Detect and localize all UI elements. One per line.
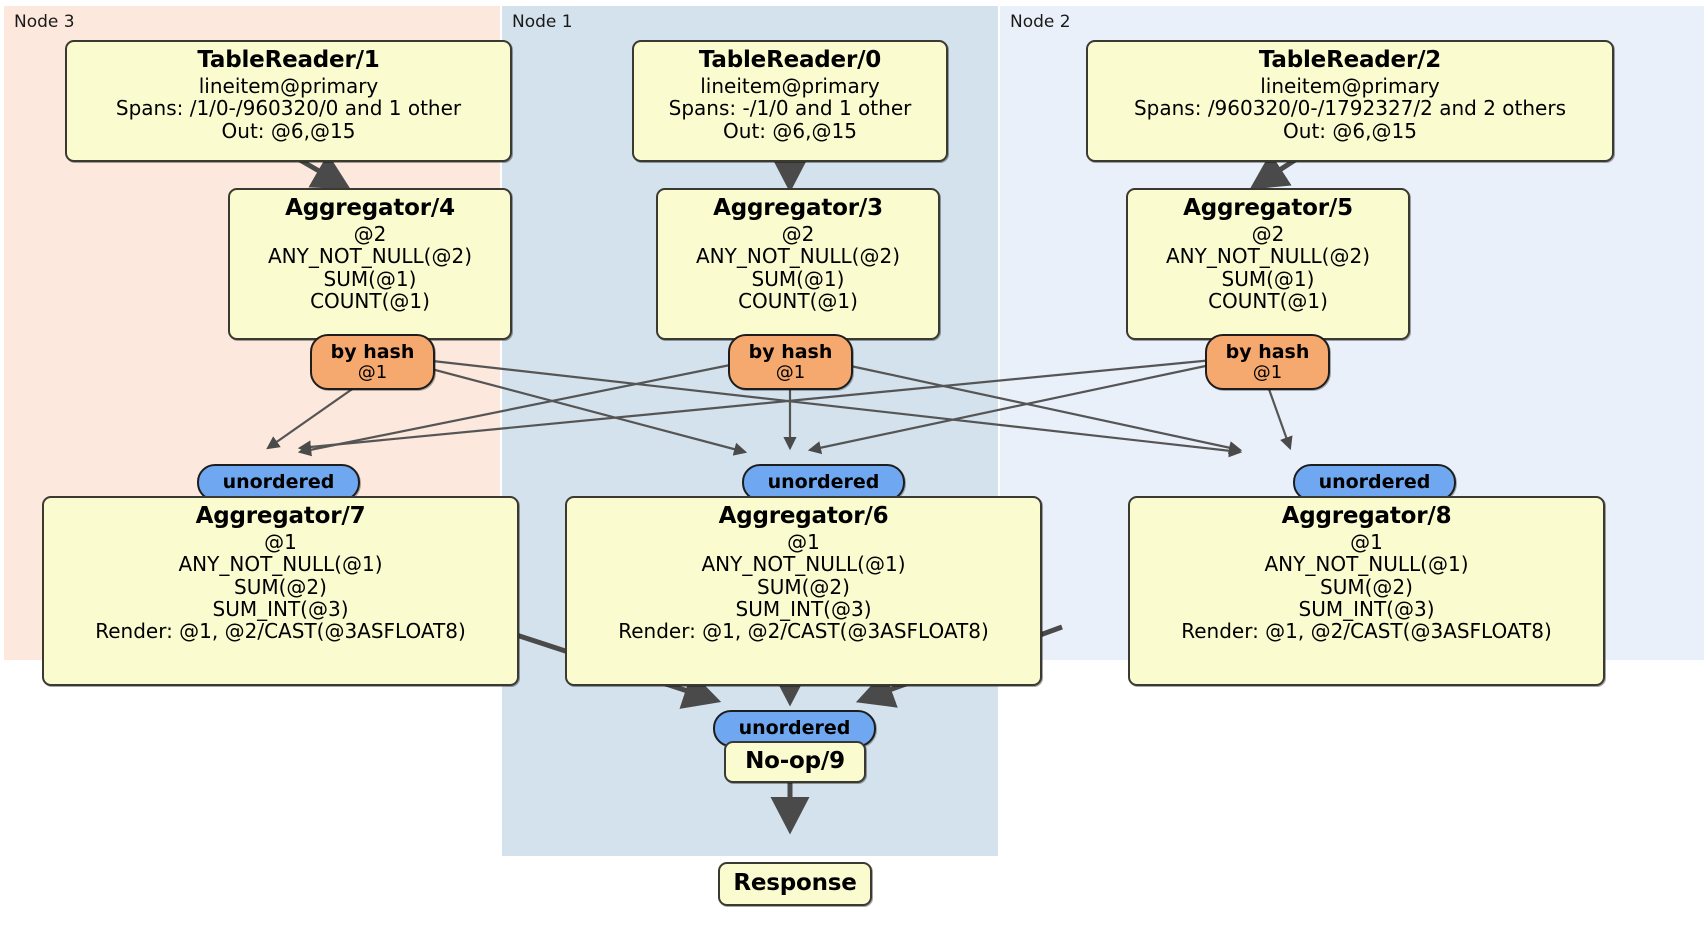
processor-line: SUM(@2) xyxy=(234,574,327,599)
processor-line: SUM_INT(@3) xyxy=(212,596,349,621)
processor-title: TableReader/0 xyxy=(698,47,882,73)
router-badge-by-hash-left[interactable]: by hash @1 xyxy=(310,334,435,390)
processor-aggregator-4[interactable]: Aggregator/4 @2 ANY_NOT_NULL(@2) SUM(@1)… xyxy=(228,188,512,340)
synchronizer-badge-label: unordered xyxy=(767,471,880,494)
processor-line: ANY_NOT_NULL(@2) xyxy=(268,244,472,269)
processor-title: Response xyxy=(733,870,857,897)
processor-line: SUM(@2) xyxy=(1320,574,1413,599)
processor-line: ANY_NOT_NULL(@1) xyxy=(1264,552,1469,577)
processor-aggregator-6[interactable]: Aggregator/6 @1 ANY_NOT_NULL(@1) SUM(@2)… xyxy=(565,496,1042,686)
processor-line: lineitem@primary xyxy=(700,73,880,98)
processor-title: Aggregator/5 xyxy=(1183,195,1353,221)
processor-line: Out: @6,@15 xyxy=(1283,118,1417,143)
router-badge-type: by hash xyxy=(330,341,415,364)
processor-response[interactable]: Response xyxy=(718,862,872,906)
processor-line: Out: @6,@15 xyxy=(723,118,857,143)
processor-line: @2 xyxy=(1251,221,1285,246)
node-region-label: Node 2 xyxy=(1010,12,1071,32)
processor-line: ANY_NOT_NULL(@2) xyxy=(1166,244,1370,269)
processor-line: lineitem@primary xyxy=(198,73,379,98)
processor-tablereader-2[interactable]: TableReader/2 lineitem@primary Spans: /9… xyxy=(1086,40,1614,162)
processor-line: @2 xyxy=(353,221,387,246)
processor-line: Render: @1, @2/CAST(@3ASFLOAT8) xyxy=(618,619,989,644)
node-region-label: Node 3 xyxy=(14,12,75,32)
router-badge-column: @1 xyxy=(775,361,806,383)
processor-tablereader-1[interactable]: TableReader/1 lineitem@primary Spans: /1… xyxy=(65,40,512,162)
processor-noop-9[interactable]: No-op/9 xyxy=(724,741,866,783)
synchronizer-badge-label: unordered xyxy=(222,471,335,494)
processor-line: ANY_NOT_NULL(@1) xyxy=(178,552,383,577)
processor-line: COUNT(@1) xyxy=(310,288,430,313)
processor-line: Render: @1, @2/CAST(@3ASFLOAT8) xyxy=(95,619,466,644)
router-badge-type: by hash xyxy=(1225,341,1310,364)
processor-line: lineitem@primary xyxy=(1260,73,1440,98)
processor-title: Aggregator/7 xyxy=(195,503,366,529)
processor-line: @1 xyxy=(787,529,820,554)
processor-line: SUM_INT(@3) xyxy=(735,596,872,621)
processor-line: COUNT(@1) xyxy=(738,288,858,313)
node-region-label: Node 1 xyxy=(512,12,573,32)
processor-line: Render: @1, @2/CAST(@3ASFLOAT8) xyxy=(1181,619,1552,644)
processor-line: Spans: /1/0-/960320/0 and 1 other xyxy=(115,96,462,121)
processor-title: TableReader/2 xyxy=(1258,47,1442,73)
processor-aggregator-3[interactable]: Aggregator/3 @2 ANY_NOT_NULL(@2) SUM(@1)… xyxy=(656,188,940,340)
processor-title: TableReader/1 xyxy=(197,47,380,73)
processor-line: SUM(@1) xyxy=(323,266,417,291)
router-badge-column: @1 xyxy=(357,361,388,383)
processor-aggregator-7[interactable]: Aggregator/7 @1 ANY_NOT_NULL(@1) SUM(@2)… xyxy=(42,496,519,686)
synchronizer-badge-label: unordered xyxy=(1318,471,1431,494)
synchronizer-badge-unordered-mid[interactable]: unordered xyxy=(742,464,905,501)
processor-line: Spans: -/1/0 and 1 other xyxy=(668,96,912,121)
router-badge-type: by hash xyxy=(748,341,833,364)
processor-line: SUM(@1) xyxy=(751,266,845,291)
processor-line: @2 xyxy=(781,221,815,246)
processor-line: SUM(@2) xyxy=(757,574,850,599)
processor-aggregator-8[interactable]: Aggregator/8 @1 ANY_NOT_NULL(@1) SUM(@2)… xyxy=(1128,496,1605,686)
processor-aggregator-5[interactable]: Aggregator/5 @2 ANY_NOT_NULL(@2) SUM(@1)… xyxy=(1126,188,1410,340)
processor-line: Spans: /960320/0-/1792327/2 and 2 others xyxy=(1133,96,1566,121)
synchronizer-badge-unordered-left[interactable]: unordered xyxy=(197,464,360,501)
processor-title: Aggregator/3 xyxy=(713,195,883,221)
processor-line: @1 xyxy=(1350,529,1383,554)
router-badge-column: @1 xyxy=(1252,361,1283,383)
processor-line: Out: @6,@15 xyxy=(221,118,356,143)
router-badge-by-hash-right[interactable]: by hash @1 xyxy=(1205,334,1330,390)
processor-line: SUM(@1) xyxy=(1221,266,1315,291)
processor-title: No-op/9 xyxy=(745,748,845,775)
router-badge-by-hash-mid[interactable]: by hash @1 xyxy=(728,334,853,390)
processor-line: @1 xyxy=(264,529,297,554)
processor-title: Aggregator/4 xyxy=(285,195,455,221)
processor-line: ANY_NOT_NULL(@1) xyxy=(701,552,906,577)
processor-line: COUNT(@1) xyxy=(1208,288,1328,313)
processor-tablereader-0[interactable]: TableReader/0 lineitem@primary Spans: -/… xyxy=(632,40,948,162)
processor-line: ANY_NOT_NULL(@2) xyxy=(696,244,900,269)
processor-title: Aggregator/6 xyxy=(718,503,889,529)
processor-line: SUM_INT(@3) xyxy=(1298,596,1435,621)
synchronizer-badge-label: unordered xyxy=(738,717,851,740)
processor-title: Aggregator/8 xyxy=(1281,503,1452,529)
